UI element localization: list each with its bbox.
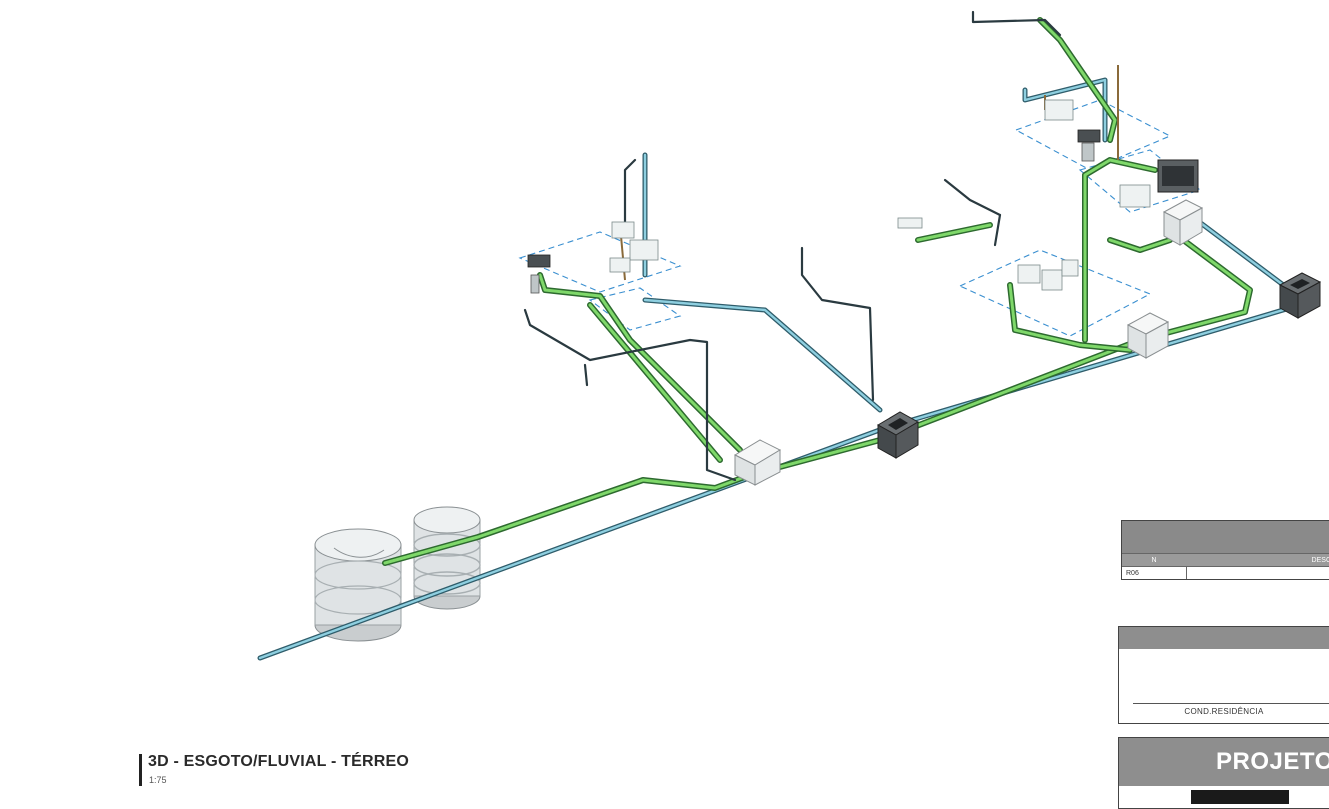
zone-outline-left	[518, 231, 682, 293]
row-n: R06	[1122, 567, 1187, 579]
zone-outline-right-upper	[1014, 99, 1172, 171]
title-block-dark-bar	[1191, 790, 1289, 804]
title-block-title: PROJETO	[1216, 748, 1329, 775]
info-box-header	[1119, 627, 1329, 649]
sewer-pipes	[382, 17, 1253, 566]
title-block-header: PROJETO	[1119, 738, 1329, 786]
column-header-description: DESCRI	[1311, 556, 1329, 564]
info-divider	[1133, 703, 1329, 704]
inspection-box-5	[1278, 272, 1322, 319]
title-block: PROJETO	[1118, 737, 1329, 809]
zone-outline-right-mid	[1078, 149, 1202, 213]
revision-table-header	[1122, 521, 1329, 553]
row-description	[1187, 567, 1329, 579]
inspection-box-2	[876, 411, 920, 459]
vent-pipes	[523, 10, 1119, 482]
fixtures-right	[897, 99, 1199, 291]
project-info-box: COND.RESIDÊNCIA	[1118, 626, 1329, 724]
view-title-marker	[139, 754, 142, 786]
view-scale: 1:75	[149, 775, 167, 785]
inspection-box-4	[1162, 199, 1204, 246]
septic-tank	[314, 528, 402, 642]
anaerobic-filter	[413, 506, 481, 610]
zone-outline-left-lower	[588, 287, 682, 331]
view-title: 3D - ESGOTO/FLUVIAL - TÉRREO	[148, 753, 410, 770]
inspection-box-3	[1126, 312, 1170, 359]
inspection-box-1	[733, 439, 782, 486]
column-header-n: N	[1151, 556, 1157, 564]
table-row: R06	[1122, 566, 1329, 579]
zone-outlines	[518, 99, 1202, 337]
revision-table-columns: N DESCRI	[1122, 553, 1329, 566]
fixtures-left	[527, 221, 659, 294]
info-box-label: COND.RESIDÊNCIA	[1184, 707, 1264, 716]
revision-table: N DESCRI R06	[1121, 520, 1329, 580]
zone-outline-right-lower	[958, 249, 1152, 337]
